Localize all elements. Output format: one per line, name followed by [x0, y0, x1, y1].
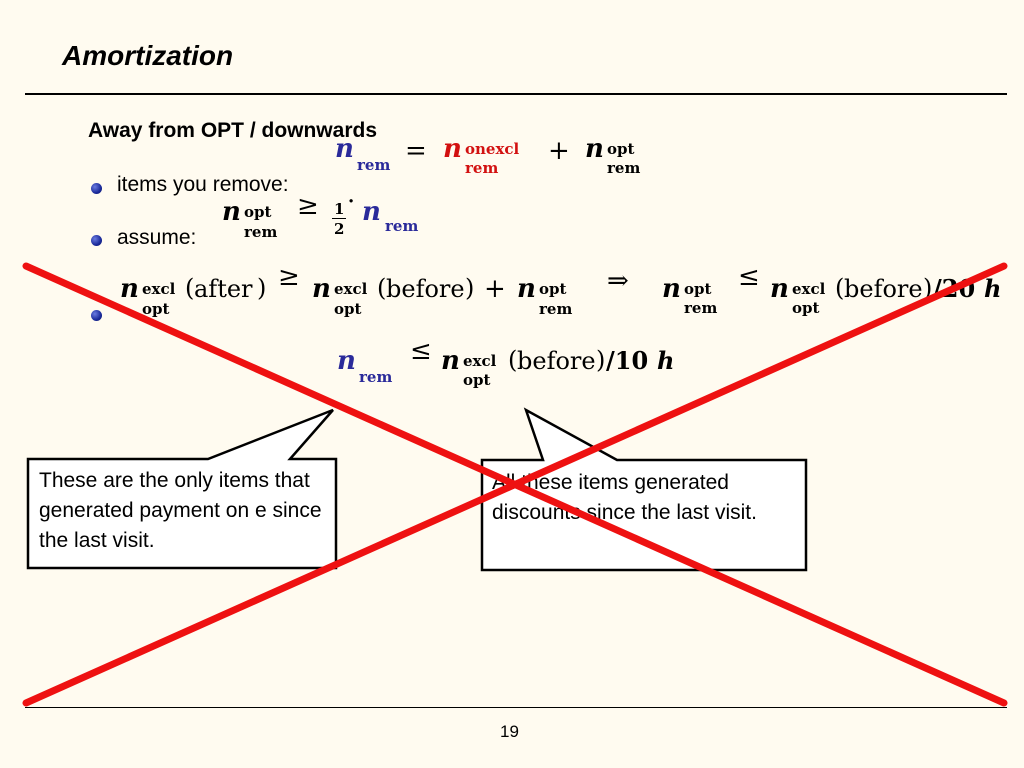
eq3-rparen1: ) [257, 274, 267, 302]
eq2-geq: ≥ [297, 191, 319, 221]
eq4-lparen: ( [508, 346, 518, 374]
eq2-n: n [222, 197, 241, 227]
eq3-rem-sub4: rem [684, 299, 718, 317]
eq3-opt-sup4: opt [684, 280, 712, 298]
eq4-rem-sub: rem [359, 368, 393, 386]
equation-assume: n excl opt ( after ) ≥ n excl opt ( befo… [120, 262, 1010, 320]
bullet-3-dot [91, 310, 102, 321]
eq3-n2: n [312, 274, 331, 304]
section-heading: Away from OPT / downwards [88, 119, 377, 142]
cross-line-2 [22, 262, 1008, 707]
eq1-onexcl-sup: onexcl [465, 140, 520, 158]
bullet-2-dot [91, 235, 102, 246]
eq1-rem-sub: rem [357, 156, 391, 174]
equation-conclusion: n rem ≤ n excl opt ( before ) /10 h [337, 336, 697, 392]
eq3-geq: ≥ [278, 262, 300, 292]
eq2-opt-sup: opt [244, 203, 272, 221]
eq2-half-den: 2 [334, 220, 345, 238]
eq3-before1: before [386, 275, 465, 303]
footer-divider [25, 707, 1007, 708]
eq1-n3: n [585, 134, 604, 164]
eq3-rparen2: ) [465, 274, 475, 302]
eq3-h: h [984, 274, 1002, 303]
eq3-implies: ⇒ [607, 266, 629, 296]
eq2-fraction-bar [332, 218, 346, 219]
eq3-before2: before [844, 275, 923, 303]
eq3-rem-sub3: rem [539, 300, 573, 318]
eq3-n1: n [120, 274, 139, 304]
eq1-rem-sub2: rem [465, 159, 499, 177]
eq4-leq: ≤ [410, 336, 432, 366]
eq3-n5: n [770, 274, 789, 304]
eq2-rem-sub2: rem [385, 217, 419, 235]
eq3-n4: n [662, 274, 681, 304]
eq3-leq: ≤ [738, 262, 760, 292]
eq4-before: before [517, 347, 596, 375]
eq2-dot: · [347, 187, 356, 217]
bullet-1-text: items you remove: [117, 173, 289, 196]
eq3-after: after [194, 275, 253, 303]
eq4-h: h [657, 346, 675, 375]
title-divider [25, 93, 1007, 95]
left-callout-shape [26, 408, 338, 570]
eq4-rparen: ) [596, 346, 606, 374]
eq3-lparen3: ( [835, 274, 845, 302]
right-callout-shape [480, 407, 808, 572]
eq3-excl-sup2: excl [334, 280, 368, 298]
eq3-excl-sup5: excl [792, 280, 826, 298]
eq2-half-num: 1 [334, 200, 345, 218]
bullet-1-dot [91, 183, 102, 194]
eq4-opt-sub: opt [463, 371, 491, 389]
eq3-opt-sub1: opt [142, 300, 170, 318]
eq1-rem-sub3: rem [607, 159, 641, 177]
eq3-rparen3: ) [923, 274, 933, 302]
eq3-opt-sub2: opt [334, 300, 362, 318]
eq4-div10: /10 [606, 346, 649, 375]
page-number: 19 [500, 722, 519, 741]
eq3-opt-sub5: opt [792, 299, 820, 317]
eq3-lparen1: ( [185, 274, 195, 302]
eq1-equals: = [405, 136, 427, 166]
eq1-opt-sup: opt [607, 140, 635, 158]
eq3-excl-sup1: excl [142, 280, 176, 298]
eq4-n1: n [337, 346, 356, 376]
eq3-opt-sup3: opt [539, 280, 567, 298]
eq1-n: n [335, 134, 354, 164]
eq2-rem-sub: rem [244, 223, 278, 241]
equation-opt-half: n opt rem ≥ 1 2 · n rem [222, 187, 432, 243]
eq3-n3: n [517, 274, 536, 304]
eq1-plus: + [548, 136, 570, 166]
bullet-2-text: assume: [117, 226, 197, 249]
eq4-n2: n [441, 346, 460, 376]
eq2-n2: n [362, 197, 381, 227]
eq1-n2: n [443, 134, 462, 164]
eq4-excl-sup: excl [463, 352, 497, 370]
eq3-lparen2: ( [377, 274, 387, 302]
slide-title: Amortization [62, 40, 234, 71]
equation-n-rem-sum: n rem = n onexcl rem + n opt rem [335, 134, 665, 184]
left-callout-text: These are the only items that generated … [39, 469, 322, 552]
eq3-plus: + [484, 274, 506, 304]
